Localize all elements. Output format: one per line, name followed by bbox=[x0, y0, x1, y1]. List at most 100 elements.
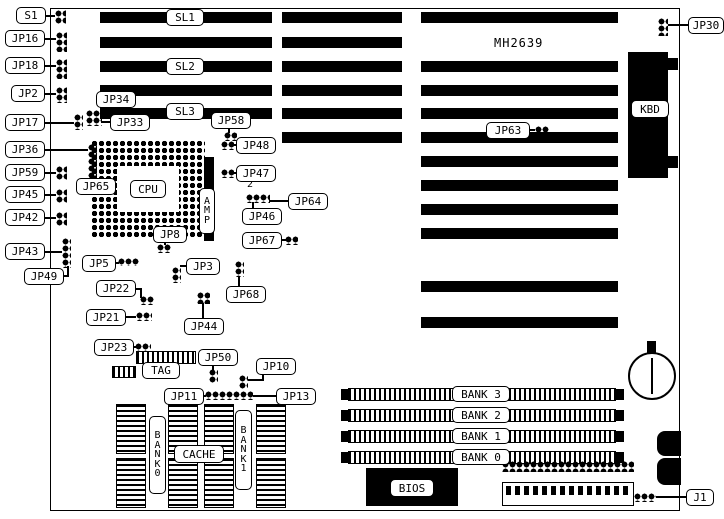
jumper-label-jp42: JP42 bbox=[5, 209, 45, 226]
label-text: JP44 bbox=[190, 320, 218, 333]
jumper-pins-jp50 bbox=[209, 369, 218, 383]
label-text: BANK 2 bbox=[461, 408, 501, 422]
label-text: JP65 bbox=[82, 180, 110, 193]
isa-slot-bar bbox=[421, 12, 618, 23]
pointer-line bbox=[101, 121, 110, 123]
jumper-label-jp17: JP17 bbox=[5, 114, 45, 131]
jumper-pins-jp43-jp49 bbox=[62, 238, 71, 268]
jumper-label-jp59: JP59 bbox=[5, 164, 45, 181]
jumper-label-jp8: JP8 bbox=[153, 226, 187, 243]
label-text: JP45 bbox=[11, 188, 39, 201]
connector-label-j1: J1 bbox=[686, 489, 714, 506]
jumper-label-jp50: JP50 bbox=[198, 349, 238, 366]
isa-slot-bar bbox=[100, 85, 272, 96]
label-text: JP5 bbox=[89, 257, 109, 270]
jumper-label-jp43: JP43 bbox=[5, 243, 45, 260]
pointer-line bbox=[233, 172, 237, 174]
slot-label-sl1: SL1 bbox=[166, 9, 204, 26]
simm-end-clip bbox=[616, 389, 624, 400]
small-chip bbox=[112, 366, 136, 378]
jumper-pins-jp2 bbox=[56, 87, 67, 103]
cache-label: CACHE bbox=[174, 445, 224, 463]
jumper-pins-jp48 bbox=[221, 141, 234, 150]
isa-slot-bar bbox=[421, 61, 618, 72]
pointer-line bbox=[67, 266, 69, 276]
power-connector bbox=[657, 431, 681, 456]
isa-slot-bar bbox=[421, 281, 618, 292]
simm-end-clip bbox=[341, 431, 348, 442]
isa-slot-bar bbox=[282, 85, 402, 96]
label-text: BANK 3 bbox=[461, 387, 501, 401]
isa-slot-bar bbox=[421, 228, 618, 239]
kbd-connector-tab bbox=[666, 156, 678, 168]
label-text: JP49 bbox=[30, 270, 58, 283]
jumper-label-jp22: JP22 bbox=[96, 280, 136, 297]
cache-chip bbox=[116, 458, 146, 508]
jumper-label-jp34: JP34 bbox=[96, 91, 136, 108]
label-text: B A N K 1 bbox=[240, 425, 247, 475]
jumper-pins-jp68 bbox=[235, 261, 244, 277]
jumper-pins-jp17 bbox=[74, 114, 83, 130]
jumper-label-jp68: JP68 bbox=[226, 286, 266, 303]
label-text: JP67 bbox=[248, 234, 276, 247]
jumper-pins-jp47 bbox=[221, 169, 234, 178]
pointer-line bbox=[45, 149, 88, 151]
jumper-label-jp47: JP47 bbox=[236, 165, 276, 182]
kbd-connector-tab bbox=[666, 58, 678, 70]
label-text: JP13 bbox=[282, 390, 310, 403]
simm-end-clip bbox=[616, 452, 624, 463]
label-text: JP47 bbox=[242, 167, 270, 180]
jumper-pins-jp67 bbox=[285, 236, 298, 245]
jumper-pins-jp5 bbox=[118, 258, 139, 266]
pointer-line bbox=[164, 242, 166, 245]
jumper-pins-jp18 bbox=[56, 59, 67, 79]
cache-bank0-label: B A N K 0 bbox=[149, 416, 166, 494]
jumper-label-jp16: JP16 bbox=[5, 30, 45, 47]
switch-label-s1: S1 bbox=[16, 7, 46, 24]
label-text: JP43 bbox=[11, 245, 39, 258]
jumper-label-jp46: JP46 bbox=[242, 208, 282, 225]
jumper-label-jp21: JP21 bbox=[86, 309, 126, 326]
pointer-line bbox=[529, 129, 535, 131]
jumper-label-jp58: JP58 bbox=[211, 112, 251, 129]
cache-chip bbox=[168, 458, 198, 508]
jumper-pins-jp10 bbox=[239, 375, 248, 389]
isa-slot-bar bbox=[282, 37, 402, 48]
label-text: CACHE bbox=[182, 447, 216, 461]
label-text: BANK 0 bbox=[461, 450, 501, 464]
amp-label: A M P bbox=[199, 188, 215, 234]
kbd-label: KBD bbox=[631, 100, 669, 118]
label-text: A M P bbox=[203, 195, 211, 226]
pointer-line bbox=[46, 15, 55, 17]
simm-end-clip bbox=[341, 410, 348, 421]
jumper-label-jp67: JP67 bbox=[242, 232, 282, 249]
isa-slot-bar bbox=[282, 61, 402, 72]
jumper-pins-jp3 bbox=[172, 267, 181, 283]
pin-header bbox=[502, 461, 634, 472]
jumper-label-jp45: JP45 bbox=[5, 186, 45, 203]
pointer-line bbox=[133, 346, 136, 348]
label-text: JP42 bbox=[11, 211, 39, 224]
pointer-line bbox=[202, 303, 204, 318]
jumper-label-jp13: JP13 bbox=[276, 388, 316, 405]
jumper-pins-jp58 bbox=[224, 132, 237, 141]
jumper-pins-jp16 bbox=[56, 32, 67, 52]
jumper-pins-jp33-jp34 bbox=[86, 110, 102, 126]
pointer-line bbox=[45, 194, 56, 196]
pointer-line bbox=[262, 374, 264, 381]
label-text: B A N K 0 bbox=[154, 430, 161, 480]
label-text: JP3 bbox=[193, 260, 213, 273]
pointer-line bbox=[668, 24, 688, 26]
pointer-line bbox=[45, 122, 74, 124]
pointer-line bbox=[253, 395, 276, 397]
pointer-line bbox=[252, 202, 254, 208]
label-text: JP22 bbox=[102, 282, 130, 295]
pointer-line bbox=[180, 265, 186, 267]
pointer-line bbox=[281, 239, 286, 241]
battery-clip bbox=[647, 341, 656, 354]
jumper-label-jp18: JP18 bbox=[5, 57, 45, 74]
cache-chip bbox=[116, 404, 146, 454]
battery-contact bbox=[651, 358, 653, 394]
isa-slot-bar bbox=[421, 204, 618, 215]
